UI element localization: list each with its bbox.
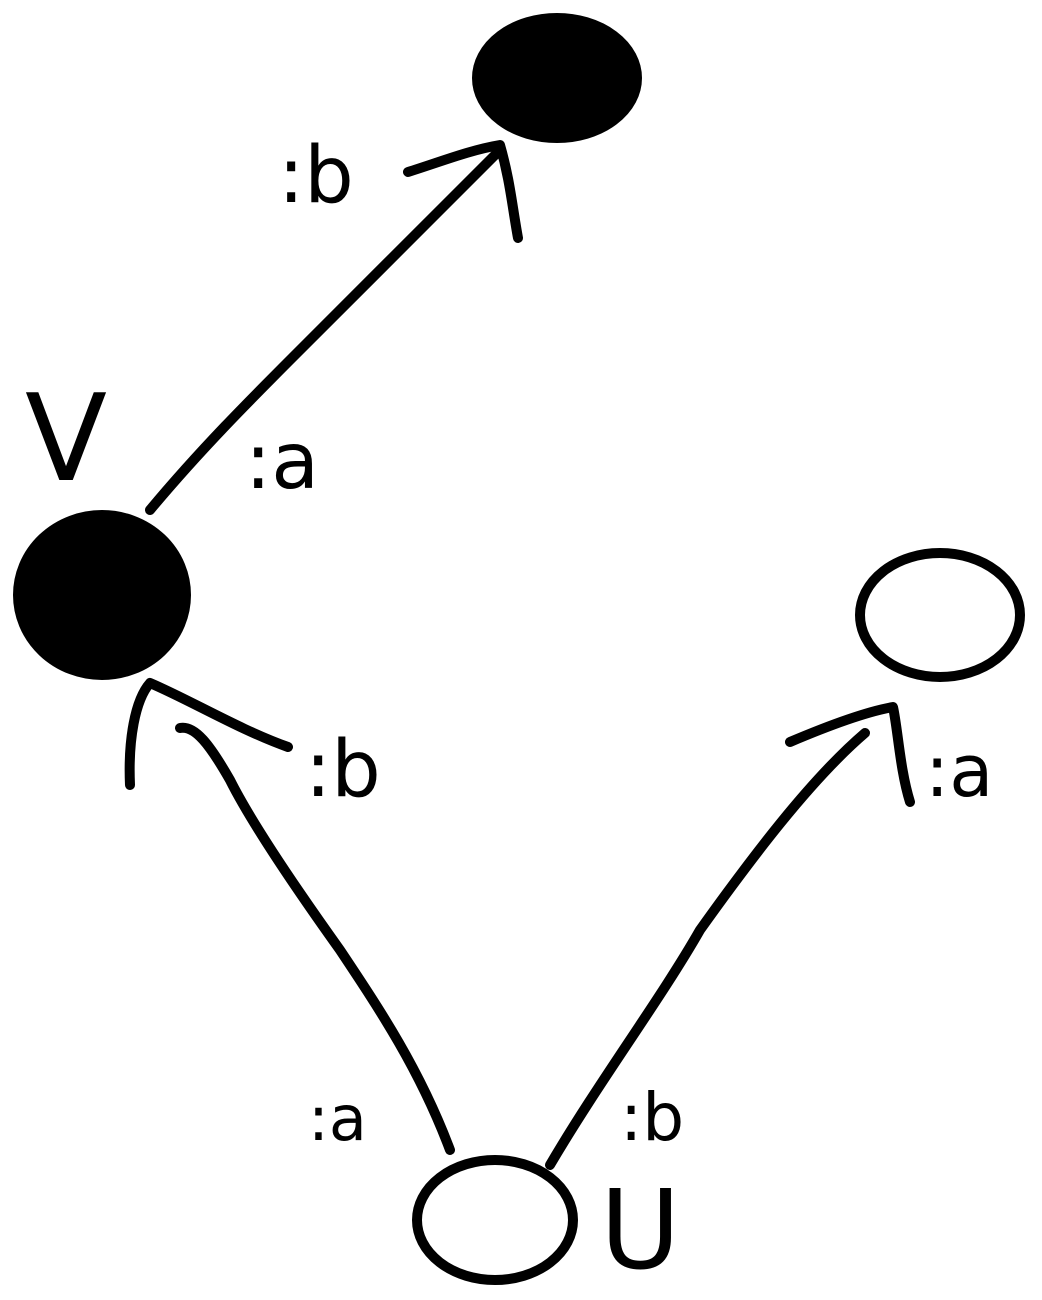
node-top [472,13,642,143]
edge-u-to-v [124,678,455,1155]
edge-u-to-right-from-label: :b [620,1079,684,1156]
node-right [855,548,1025,682]
edge-u-to-v-line [175,722,455,1155]
node-v [13,510,191,680]
edge-v-to-top-line [145,150,500,515]
edge-u-to-right [545,702,915,1170]
edge-v-to-top-arrowhead [403,140,523,243]
edge-u-to-right-arrowhead [785,702,915,807]
edge-u-to-v-to-label: :b [305,725,381,815]
node-u-name: U [600,1166,681,1294]
edge-u-to-v-from-label: :a [308,1082,367,1155]
edge-u-to-right-line [545,728,870,1170]
edge-u-to-v-arrowhead [124,678,293,790]
edge-v-to-top-from-label: :a [245,417,319,507]
edge-v-to-top-to-label: :b [278,131,354,221]
edge-v-to-top [145,140,523,515]
node-u [412,1155,578,1285]
edge-u-to-right-to-label: :a [925,729,993,813]
node-v-name: V [25,370,107,509]
